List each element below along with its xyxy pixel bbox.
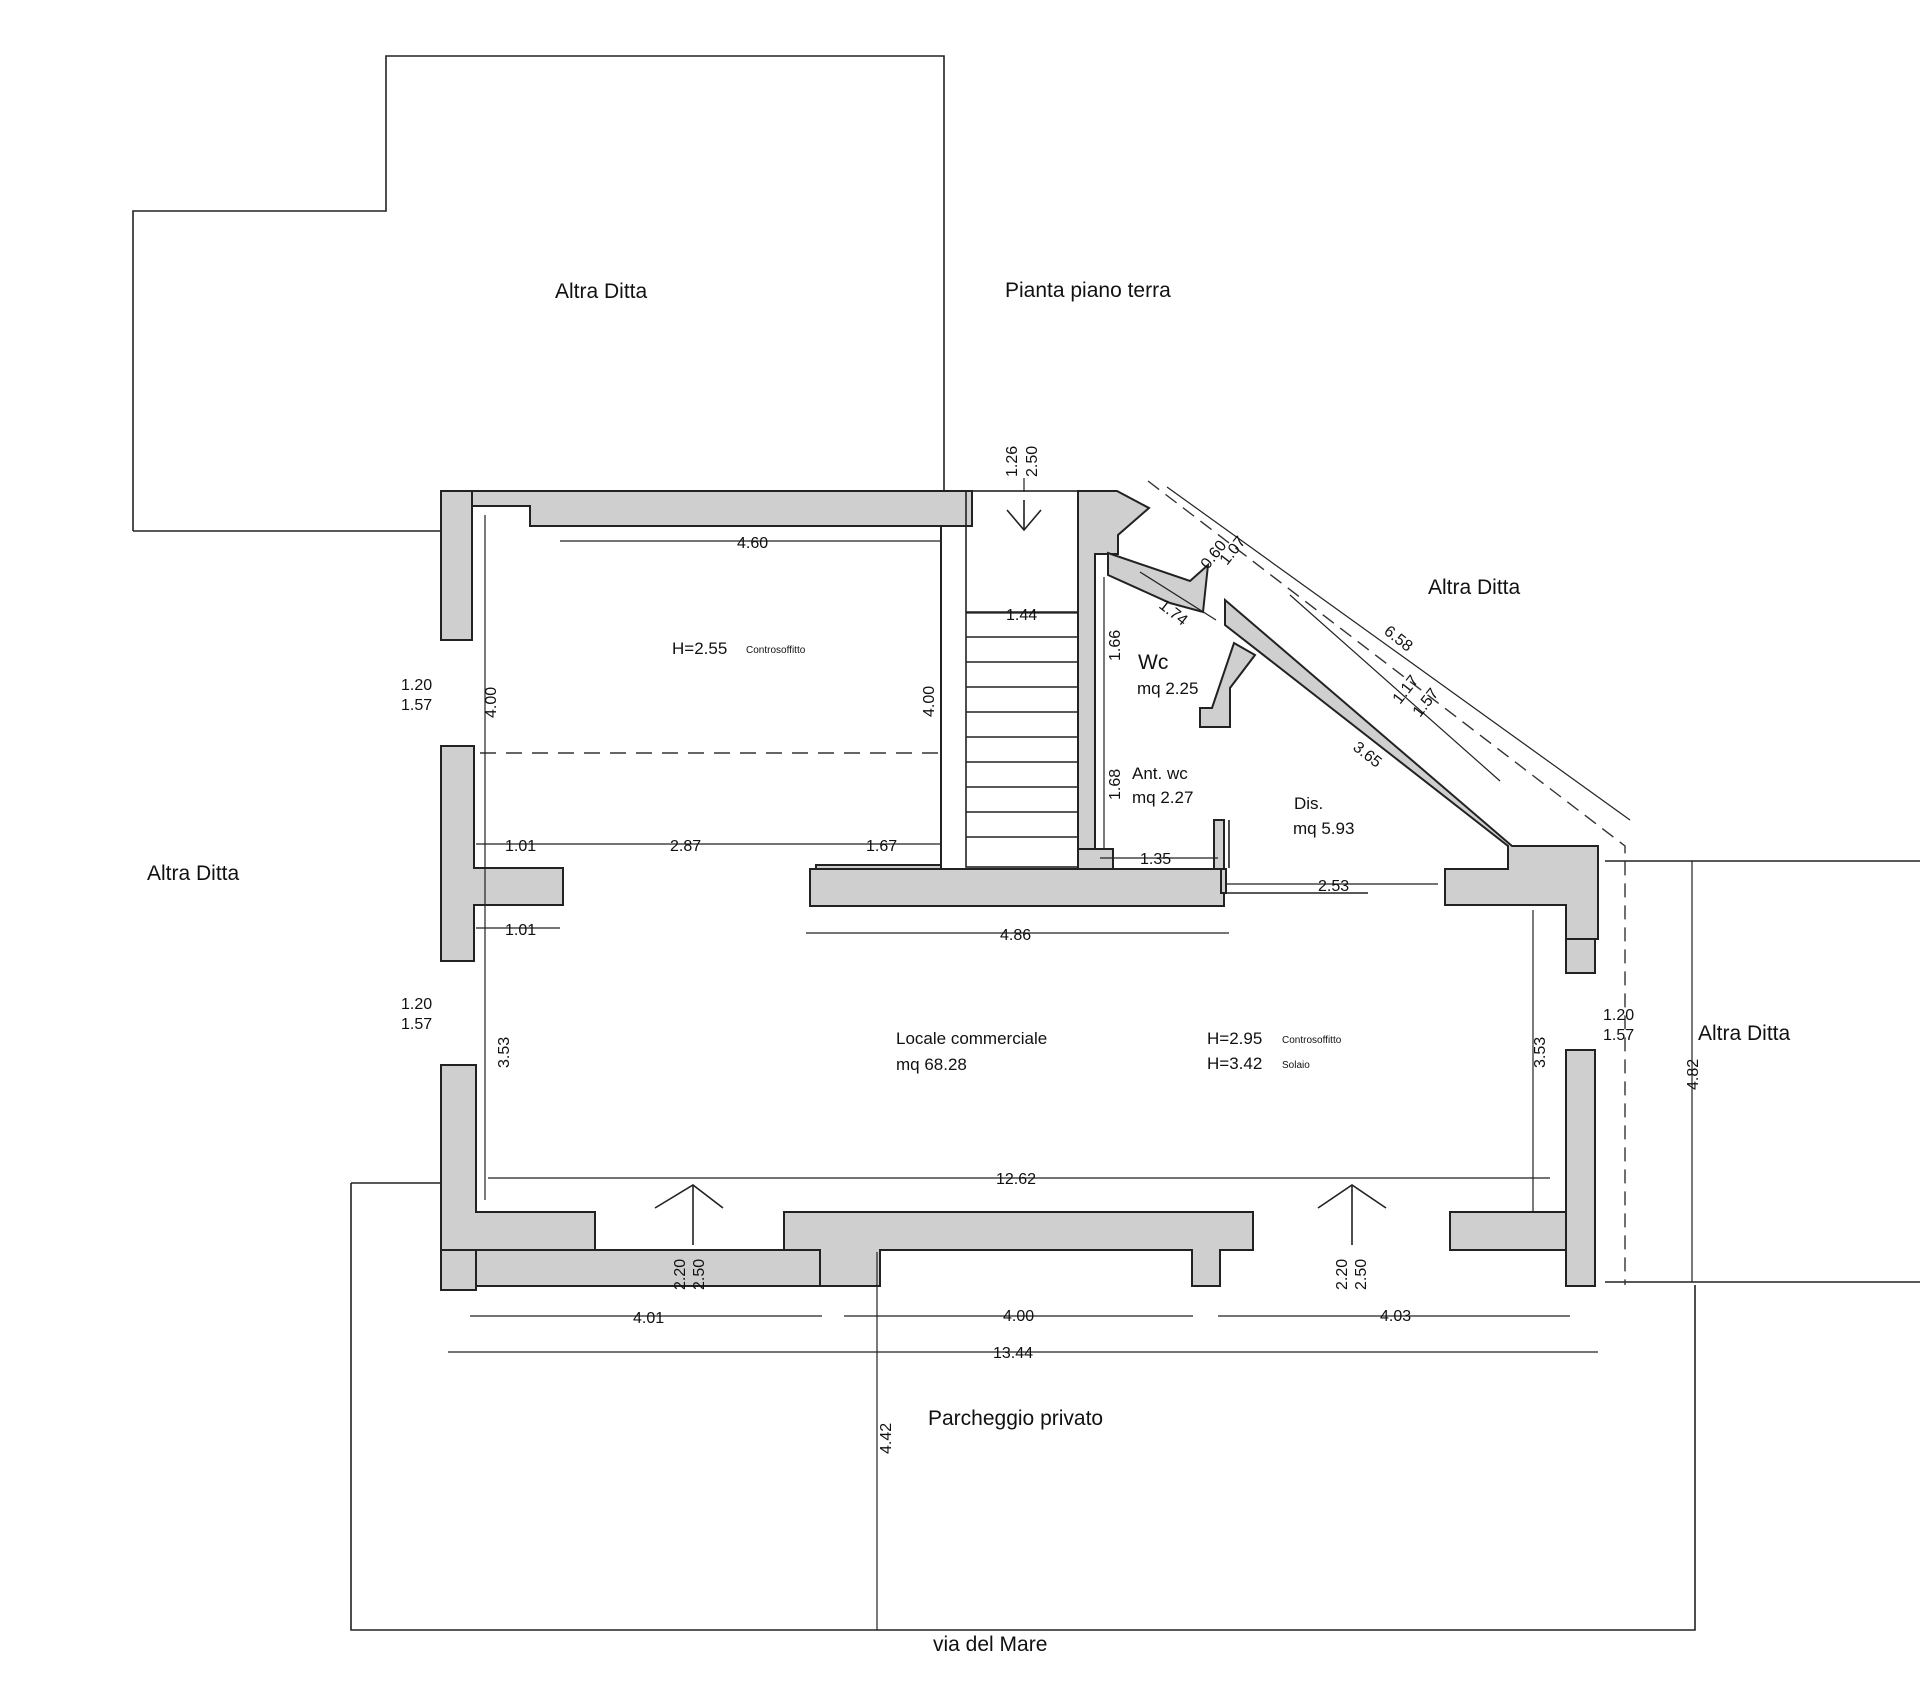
dim-460: 4.60 xyxy=(737,535,768,552)
dim-w157c: 1.57 xyxy=(1603,1027,1634,1044)
locale-height1-note: Controsoffitto xyxy=(1282,1035,1342,1046)
dim-486: 4.86 xyxy=(1000,927,1031,944)
dim-250b: 2.50 xyxy=(1353,1259,1370,1290)
dim-403: 4.03 xyxy=(1380,1308,1411,1325)
dim-w120b: 1.20 xyxy=(401,996,432,1013)
dim-w120a: 1.20 xyxy=(401,677,432,694)
dim-w157a: 1.57 xyxy=(401,697,432,714)
walls xyxy=(440,490,1599,1291)
dim-442: 4.42 xyxy=(878,1423,895,1454)
dim-144: 1.44 xyxy=(1006,607,1037,624)
dim-101a: 1.01 xyxy=(505,838,536,855)
dim-167: 1.67 xyxy=(866,838,897,855)
locale-height2: H=3.42 xyxy=(1207,1054,1262,1073)
locale-area: mq 68.28 xyxy=(896,1055,967,1074)
neighbor-left-label: Altra Ditta xyxy=(147,862,240,885)
dis-area: mq 5.93 xyxy=(1293,819,1354,838)
parking-label: Parcheggio privato xyxy=(928,1407,1103,1430)
neighbor-top-outline xyxy=(132,55,945,531)
locale-height2-note: Solaio xyxy=(1282,1060,1310,1071)
dim-168: 1.68 xyxy=(1107,769,1124,800)
upper-room-height: H=2.55 xyxy=(672,639,727,658)
upper-room-height-note: Controsoffitto xyxy=(746,645,806,656)
plan-title: Pianta piano terra xyxy=(1005,279,1171,302)
dim-353b: 3.53 xyxy=(1532,1037,1549,1068)
neighbor-right-label: Altra Ditta xyxy=(1698,1022,1791,1045)
dim-401: 4.01 xyxy=(633,1310,664,1327)
dim-166: 1.66 xyxy=(1107,630,1124,661)
dim-353a: 3.53 xyxy=(496,1037,513,1068)
stairs xyxy=(965,490,1079,868)
dim-220b: 2.20 xyxy=(1334,1259,1351,1290)
entrance-arrow-left xyxy=(654,1184,724,1209)
dim-400a: 4.00 xyxy=(483,687,500,718)
wc-name: Wc xyxy=(1138,651,1168,674)
dim-253: 2.53 xyxy=(1318,878,1349,895)
locale-name: Locale commerciale xyxy=(896,1029,1047,1048)
dim-w120c: 1.20 xyxy=(1603,1007,1634,1024)
dim-287: 2.87 xyxy=(670,838,701,855)
dim-658: 6.58 xyxy=(1381,623,1416,656)
dim-135: 1.35 xyxy=(1140,851,1171,868)
dashed-boundary xyxy=(1147,480,1626,1285)
dis-name: Dis. xyxy=(1294,794,1323,813)
dim-126: 1.26 xyxy=(1004,446,1021,477)
dim-482: 4.82 xyxy=(1685,1059,1702,1090)
dim-w157b: 1.57 xyxy=(401,1016,432,1033)
wc-area: mq 2.25 xyxy=(1137,679,1198,698)
street-label: via del Mare xyxy=(933,1633,1047,1656)
ant-wc-name: Ant. wc xyxy=(1132,764,1188,783)
neighbor-top-label: Altra Ditta xyxy=(555,280,648,303)
parking-outline xyxy=(350,1183,1696,1631)
ant-wc-area: mq 2.27 xyxy=(1132,788,1193,807)
dim-250a: 2.50 xyxy=(691,1259,708,1290)
dimension-lines xyxy=(448,478,1693,1630)
locale-height1: H=2.95 xyxy=(1207,1029,1262,1048)
dim-220a: 2.20 xyxy=(672,1259,689,1290)
dim-101b: 1.01 xyxy=(505,922,536,939)
dim-400c: 4.00 xyxy=(1003,1308,1034,1325)
dim-250-top: 2.50 xyxy=(1024,446,1041,477)
dim-1344: 13.44 xyxy=(993,1345,1033,1362)
neighbor-right-top-label: Altra Ditta xyxy=(1428,576,1521,599)
dim-400b: 4.00 xyxy=(921,686,938,717)
dim-107: 1.07 xyxy=(1217,533,1250,568)
dim-1262: 12.62 xyxy=(996,1171,1036,1188)
